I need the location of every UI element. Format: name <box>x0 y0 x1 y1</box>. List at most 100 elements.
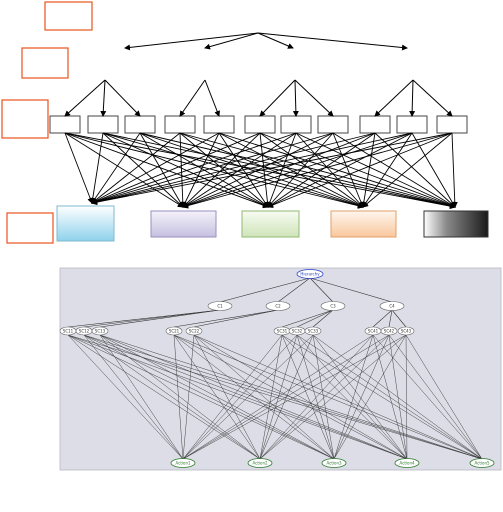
subcriterion-node <box>91 326 109 336</box>
criterion-to-subcriterion-arrow <box>64 79 106 117</box>
goal-to-criterion-edge <box>309 277 334 303</box>
subcriterion-to-alternative-arrow <box>139 132 364 209</box>
subcriterion-box <box>49 115 81 134</box>
criterion-to-subcriterion-arrow <box>100 79 107 117</box>
subcriterion-node-label: SC42 <box>384 329 395 334</box>
subcriterion-to-alternative-arrow <box>64 132 269 209</box>
subcriterion-node-label: SC21 <box>169 329 180 334</box>
subcriterion-to-alternative-arrow <box>139 132 184 208</box>
criterion-to-subcriterion-arrow <box>104 79 141 117</box>
subcriterion-to-alternative-edge <box>182 334 314 460</box>
subcriterion-node-label: SC31 <box>277 329 288 334</box>
criterion-to-subcriterion-edge <box>391 309 407 328</box>
alternative-box <box>241 210 300 238</box>
alternative-node-label: Action2 <box>252 461 268 466</box>
subcriterion-to-alternative-edge <box>312 334 408 460</box>
hierarchy-tool-panel <box>59 267 502 471</box>
goal-to-criterion-arrow <box>257 32 408 51</box>
subcriterion-to-alternative-edge <box>193 334 483 460</box>
subcriterion-to-alternative-arrow <box>362 132 453 208</box>
subcriterion-to-alternative-edge <box>182 334 390 460</box>
alternative-box <box>423 210 489 238</box>
subcriterion-to-alternative-edge <box>296 334 483 460</box>
alternative-box <box>330 210 397 238</box>
subcriterion-to-alternative-arrow <box>179 132 364 208</box>
criterion-node-label: C3 <box>330 304 336 309</box>
criterion-to-subcriterion-arrow <box>259 79 296 117</box>
criterion-to-subcriterion-edge <box>83 309 221 328</box>
subcriterion-to-alternative-arrow <box>91 132 413 205</box>
subcriterion-box <box>203 115 235 134</box>
criterion-to-subcriterion-edge <box>372 309 393 328</box>
subcriterion-box <box>436 115 468 134</box>
level-label-box <box>44 1 93 31</box>
subcriterion-box <box>280 115 312 134</box>
subcriterion-to-alternative-arrow <box>91 132 453 205</box>
subcriterion-to-alternative-arrow <box>360 132 376 208</box>
alternative-box <box>150 210 217 238</box>
subcriterion-to-alternative-edge <box>83 334 335 460</box>
subcriterion-to-alternative-edge <box>333 334 374 460</box>
criterion-node-label: C4 <box>389 304 395 309</box>
subcriterion-to-alternative-edge <box>173 334 483 460</box>
subcriterion-to-alternative-arrow <box>267 132 334 208</box>
alternative-node <box>469 458 495 468</box>
subcriterion-to-alternative-edge <box>173 334 261 460</box>
subcriterion-to-alternative-arrow <box>182 132 334 208</box>
subcriterion-to-alternative-arrow <box>102 132 269 208</box>
subcriterion-to-alternative-edge <box>259 334 314 460</box>
subcriterion-to-alternative-arrow <box>332 132 456 208</box>
subcriterion-to-alternative-arrow <box>64 132 93 204</box>
criterion-node <box>265 301 291 311</box>
subcriterion-box <box>244 115 276 134</box>
subcriterion-to-alternative-edge <box>405 334 483 460</box>
subcriterion-to-alternative-arrow <box>91 132 261 204</box>
subcriterion-to-alternative-edge <box>83 334 483 460</box>
level-label-box <box>1 99 49 139</box>
alternative-node-label: Action1 <box>175 461 191 466</box>
alternative-node <box>321 458 347 468</box>
alternative-node-label: Action4 <box>399 461 415 466</box>
subcriterion-node <box>380 326 398 336</box>
subcriterion-box <box>87 115 119 134</box>
subcriterion-to-alternative-edge <box>259 334 283 460</box>
subcriterion-to-alternative-arrow <box>91 132 297 205</box>
subcriterion-node-label: SC41 <box>368 329 379 334</box>
subcriterion-to-alternative-arrow <box>218 132 364 208</box>
goal-to-criterion-edge <box>219 277 311 303</box>
subcriterion-to-alternative-edge <box>333 334 407 460</box>
subcriterion-to-alternative-arrow <box>259 132 456 209</box>
subcriterion-to-alternative-arrow <box>332 132 364 208</box>
subcriterion-to-alternative-edge <box>182 334 374 460</box>
subcriterion-to-alternative-edge <box>193 334 261 460</box>
subcriterion-to-alternative-edge <box>388 334 483 460</box>
level-label-box <box>6 212 54 244</box>
subcriterion-node <box>304 326 322 336</box>
subcriterion-to-alternative-edge <box>173 334 184 460</box>
subcriterion-to-alternative-edge <box>83 334 261 460</box>
subcriterion-node-label: SC22 <box>189 329 200 334</box>
criterion-to-subcriterion-arrow <box>412 79 453 117</box>
subcriterion-to-alternative-arrow <box>182 132 413 209</box>
subcriterion-to-alternative-edge <box>99 334 408 460</box>
criterion-to-subcriterion-edge <box>99 309 221 328</box>
criterion-to-subcriterion-arrow <box>179 79 206 117</box>
subcriterion-to-alternative-arrow <box>267 132 453 208</box>
criterion-to-subcriterion-arrow <box>292 79 299 117</box>
subcriterion-to-alternative-edge <box>372 334 483 460</box>
subcriterion-to-alternative-edge <box>388 334 408 460</box>
subcriterion-to-alternative-edge <box>173 334 408 460</box>
subcriterion-node <box>397 326 415 336</box>
subcriterion-to-alternative-edge <box>99 334 184 460</box>
subcriterion-to-alternative-edge <box>259 334 374 460</box>
subcriterion-to-alternative-arrow <box>91 132 376 205</box>
criterion-node <box>207 301 233 311</box>
criterion-to-subcriterion-edge <box>193 309 279 328</box>
subcriterion-box <box>396 115 428 134</box>
subcriterion-to-alternative-arrow <box>451 132 458 208</box>
subcriterion-to-alternative-arrow <box>182 132 376 209</box>
goal-to-criterion-arrow <box>257 32 294 49</box>
criterion-node <box>320 301 346 311</box>
alternative-node <box>394 458 420 468</box>
subcriterion-to-alternative-edge <box>259 334 390 460</box>
